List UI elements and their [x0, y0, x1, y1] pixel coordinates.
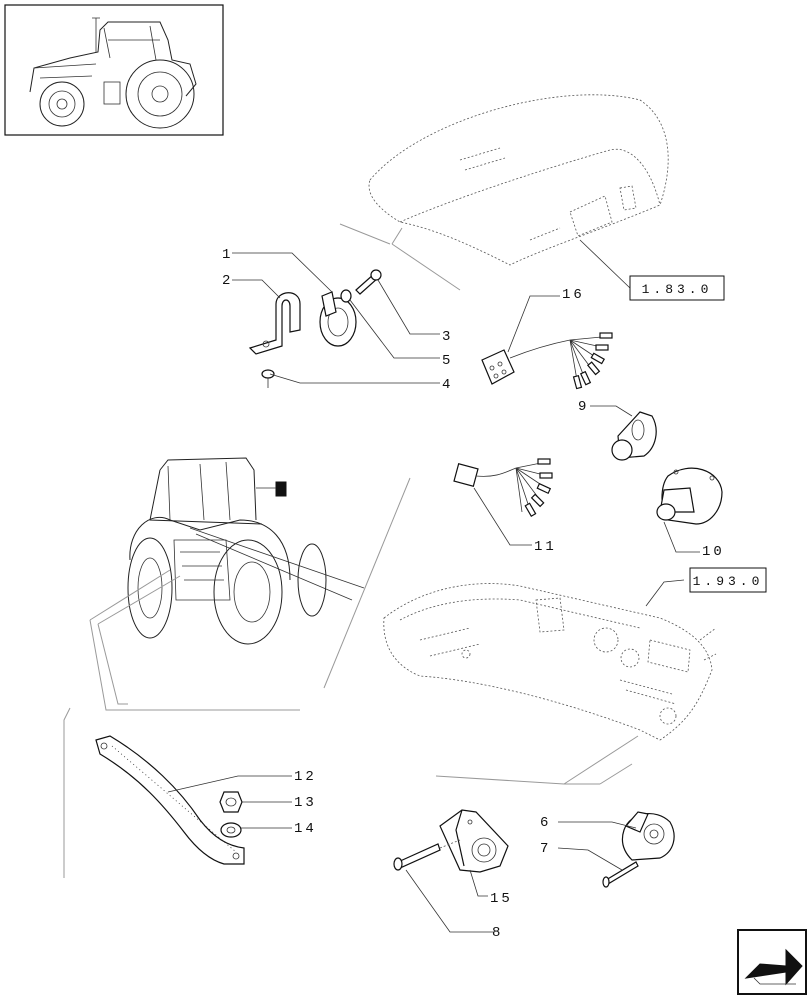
callout-3: 3 — [442, 329, 453, 345]
callout-leader-9 — [590, 405, 633, 417]
callout-leader-16 — [507, 295, 560, 353]
socket-6 — [621, 811, 675, 861]
reference-box-dashboard — [689, 567, 767, 593]
tractor-rear-view — [127, 457, 327, 645]
screw-7 — [602, 861, 639, 888]
dashboard-assembly — [383, 583, 717, 741]
screw-8 — [393, 839, 461, 871]
callout-13: 13 — [294, 795, 317, 811]
thumbnail-tractor — [4, 4, 224, 136]
reference-box-hood — [629, 275, 725, 301]
nut-13 — [219, 791, 243, 813]
callout-11: 11 — [534, 539, 557, 555]
callout-10: 10 — [702, 544, 725, 560]
callout-leader-15 — [469, 869, 488, 897]
washer-14 — [220, 822, 242, 838]
reference-label-hood: 1.83.0 — [642, 282, 713, 297]
wiring-harness-16 — [481, 332, 613, 390]
callout-14: 14 — [294, 821, 317, 837]
tractor-connection-lines — [63, 477, 411, 878]
callout-8: 8 — [492, 925, 503, 941]
callout-leaders-horn — [232, 252, 440, 384]
callout-leader-8 — [405, 869, 494, 933]
callout-6: 6 — [540, 815, 551, 831]
callout-16: 16 — [562, 287, 585, 303]
callout-leader-10 — [663, 521, 700, 553]
horn-assembly — [248, 269, 382, 388]
socket-15 — [439, 809, 509, 873]
callout-9: 9 — [578, 399, 589, 415]
callout-leaders-strap — [167, 775, 292, 829]
callout-4: 4 — [442, 377, 453, 393]
callout-7: 7 — [540, 841, 551, 857]
hood-assembly — [339, 94, 669, 291]
socket-connection-lines — [435, 735, 639, 785]
wiring-harness-11 — [453, 458, 553, 518]
callout-5: 5 — [442, 353, 453, 369]
grommet-9 — [611, 411, 657, 461]
callout-leader-7 — [557, 847, 623, 871]
callout-15: 15 — [490, 891, 513, 907]
grommet-10 — [656, 467, 723, 525]
reference-label-dashboard: 1.93.0 — [693, 574, 764, 589]
ground-strap-12 — [95, 735, 245, 865]
callout-12: 12 — [294, 769, 317, 785]
callout-leader-6 — [558, 821, 637, 829]
callout-leader-dashboard — [645, 579, 685, 607]
next-page-arrow-icon[interactable] — [737, 929, 807, 995]
callout-1: 1 — [222, 247, 233, 263]
callout-leader-11 — [473, 487, 532, 546]
callout-2: 2 — [222, 273, 233, 289]
